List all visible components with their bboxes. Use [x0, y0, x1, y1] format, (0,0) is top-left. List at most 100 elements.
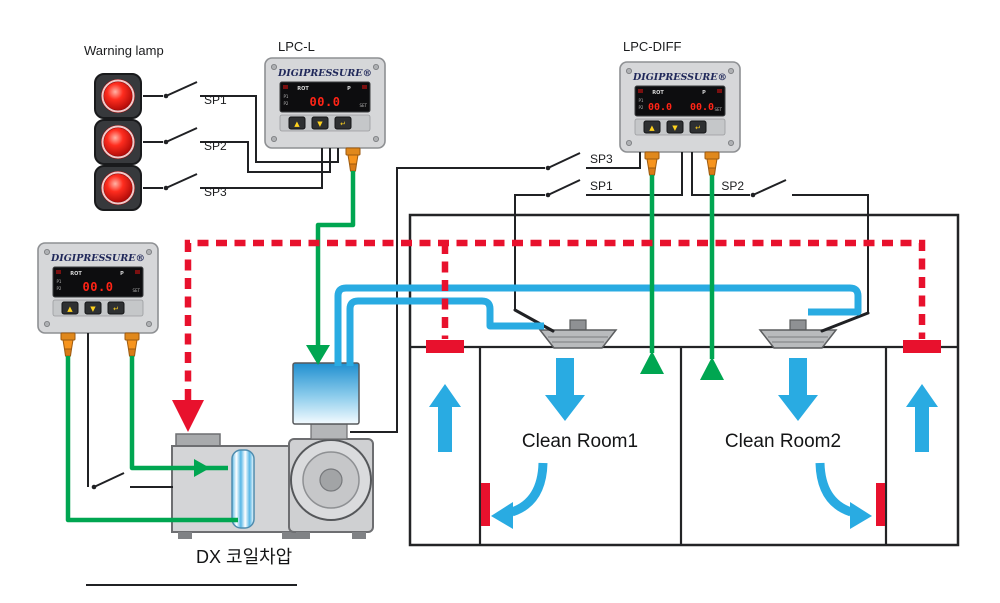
clean-room2-label: Clean Room2 — [725, 431, 841, 452]
p-label: P — [347, 86, 351, 92]
warning-lamp-1 — [94, 73, 142, 119]
curved-exhaust-arrow-room2 — [815, 462, 853, 517]
rot-label: ROT — [652, 90, 664, 96]
damper-room2 — [758, 319, 838, 349]
seven-segment-display: 00.0 — [310, 95, 341, 109]
p-label: P — [120, 271, 124, 277]
up-button — [61, 301, 79, 315]
p2-label: P2 — [639, 105, 644, 110]
sp3-left-wire — [200, 148, 323, 189]
damper2-handle — [820, 311, 870, 333]
up-button — [288, 116, 306, 130]
outer-duct-wall — [408, 213, 960, 547]
set-label: SET — [132, 288, 140, 293]
p-display: 00.0 — [690, 102, 714, 113]
enter-button — [689, 120, 707, 134]
text-labels: Warning lamp LPC-L LPC-DIFF SP1 SP2 SP3 … — [84, 39, 841, 567]
sp1-left-label: SP1 — [204, 93, 227, 107]
p1-label: P1 — [639, 98, 644, 103]
warning-lamp-label: Warning lamp — [84, 43, 164, 58]
sp2-wire-from-controller — [691, 152, 750, 196]
blue-tube-to-damper2 — [334, 284, 862, 366]
pressure-fitting-dx-1 — [60, 332, 76, 357]
red-reference-lines — [172, 239, 941, 526]
dx-aux-switch-arm — [93, 472, 125, 488]
brand-text: DIGIPRESSURE® — [277, 68, 372, 79]
lpc-l-controller: DIGIPRESSURE® ROT P P1 P2 SET 00.0 ▲ ▼ ↵ — [264, 57, 386, 149]
up-button-icon: ▲ — [67, 305, 73, 313]
sp3-right-switch-arm — [547, 152, 581, 169]
rot-label: ROT — [70, 271, 82, 277]
sp1-left-wire — [200, 95, 339, 163]
blue-supply-tubes — [334, 284, 862, 366]
pressure-fitting-lpc-diff-2 — [704, 151, 720, 176]
sp2-left-label: SP2 — [204, 139, 227, 153]
up-button — [643, 120, 661, 134]
p2-label: P2 — [57, 286, 62, 291]
up-airflow-arrow-right-shaft — [906, 384, 938, 452]
dx-coil — [231, 449, 255, 529]
brand-text: DIGIPRESSURE® — [50, 253, 145, 264]
sp1-right-label: SP1 — [590, 179, 613, 193]
curved-exhaust-arrow-room1 — [510, 462, 548, 517]
display-panel — [279, 81, 371, 113]
red-dashed-main-line — [184, 239, 926, 400]
up-button-icon: ▲ — [649, 124, 655, 132]
down-button-icon: ▼ — [90, 305, 96, 313]
fan-hub — [319, 468, 343, 492]
warning-lamps — [94, 73, 142, 211]
sp2-right-label: SP2 — [721, 179, 744, 193]
down-button — [84, 301, 102, 315]
down-button — [311, 116, 329, 130]
clean-room1-label: Clean Room1 — [522, 431, 638, 452]
green-sensing-lines — [65, 171, 724, 523]
green-up-arrow-room1 — [640, 351, 664, 374]
curved-exhaust-arrowhead-room1 — [491, 502, 513, 529]
enter-button-icon: ↵ — [113, 305, 119, 313]
sp2-left-switch-arm — [165, 127, 198, 143]
brand-text: DIGIPRESSURE® — [632, 72, 727, 83]
sp2-switch-arm — [752, 179, 787, 196]
sp3-right-label: SP3 — [590, 152, 613, 166]
down-button — [666, 120, 684, 134]
curved-exhaust-arrowhead-room2 — [850, 502, 872, 529]
lpc-l-label: LPC-L — [278, 39, 315, 54]
sp1-right-switch-arm — [547, 179, 581, 196]
display-panel — [634, 85, 726, 117]
pressure-fitting-lpc-diff-1 — [644, 151, 660, 176]
filter-box-neck — [310, 423, 348, 440]
red-grille-room2-wall — [876, 483, 885, 526]
rot-display: 00.0 — [648, 102, 672, 113]
up-airflow-arrow-left-shaft — [429, 384, 461, 452]
pressure-fitting-dx-2 — [124, 332, 140, 357]
p1-label: P1 — [284, 94, 289, 99]
dx-sensing-line-low — [65, 356, 238, 523]
red-down-arrow-dx-unit — [172, 400, 204, 432]
red-grille-right-shaft — [903, 340, 941, 353]
sp2-left-wire — [200, 141, 331, 173]
sp1-left-switch-arm — [165, 81, 198, 97]
sp3-left-switch-arm — [165, 173, 198, 189]
enter-button — [107, 301, 125, 315]
display-panel — [52, 266, 144, 298]
dx-diff-controller: DIGIPRESSURE® ROT P P1 P2 SET 00.0 ▲ ▼ ↵ — [37, 242, 159, 334]
sp1-right-wire-to-damper1 — [514, 194, 545, 310]
p-label: P — [702, 90, 706, 96]
p2-label: P2 — [284, 101, 289, 106]
damper1-handle — [513, 308, 555, 333]
p1-label: P1 — [57, 279, 62, 284]
lpc-l-sensing-line — [315, 171, 356, 346]
lpc-diff-controller: DIGIPRESSURE® ROT P P1 P2 SET 00.0 00.0 … — [619, 61, 741, 153]
filter-box — [292, 362, 360, 425]
dx-coil-label: DX 코일차압 — [196, 547, 292, 567]
green-down-arrow-filter-box — [306, 345, 330, 365]
seven-segment-display: 00.0 — [83, 280, 114, 294]
dx-coil-unit — [171, 362, 374, 539]
green-right-arrow-dx — [194, 459, 210, 477]
lpc-diff-label: LPC-DIFF — [623, 39, 682, 54]
pressure-fitting-lpc-l — [345, 147, 361, 172]
set-label: SET — [714, 107, 722, 112]
red-grille-left-shaft — [426, 340, 464, 353]
